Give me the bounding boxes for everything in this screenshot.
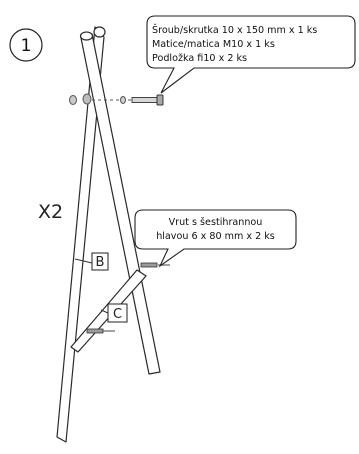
step-number: 1 bbox=[21, 36, 32, 56]
step-badge-circle bbox=[9, 28, 43, 62]
bolt-kit-line-1: Šroub/skrutka 10 x 150 mm x 1 ks bbox=[152, 23, 317, 36]
callout-bolt-kit: Šroub/skrutka 10 x 150 mm x 1 ks Matice/… bbox=[146, 15, 356, 94]
washer-icon bbox=[69, 95, 77, 105]
part-label-c: C bbox=[100, 303, 128, 323]
step-badge: 1 bbox=[9, 28, 43, 62]
leg-b-top-end bbox=[79, 31, 94, 41]
part-label-b-box bbox=[91, 252, 109, 271]
callout-hex-screws: Vrut s šestihrannou hlavou 6 x 80 mm x 2… bbox=[134, 209, 297, 268]
bolt-assembly bbox=[69, 93, 164, 106]
leg-b bbox=[79, 31, 161, 375]
bolt-head-icon bbox=[156, 94, 164, 106]
nut-icon bbox=[82, 93, 92, 105]
leg-a bbox=[56, 26, 106, 443]
leg-a-top-end bbox=[93, 26, 106, 38]
hex-screws bbox=[86, 262, 170, 334]
hex-screw-upper-icon bbox=[140, 262, 158, 268]
callout-bolt-kit-bubble bbox=[146, 15, 356, 94]
callout-hex-screws-bubble bbox=[134, 209, 297, 268]
hex-screws-line-2: hlavou 6 x 80 mm x 2 ks bbox=[156, 231, 275, 242]
part-label-b-leader bbox=[74, 258, 93, 264]
bolt-shaft-icon bbox=[131, 97, 158, 103]
washer-icon-2 bbox=[120, 96, 126, 104]
part-label-c-box bbox=[107, 303, 128, 323]
part-label-b-text: B bbox=[96, 255, 105, 270]
hex-screw-lower-icon bbox=[86, 328, 104, 334]
part-label-c-text: C bbox=[113, 307, 122, 322]
hex-screws-line-1: Vrut s šestihrannou bbox=[169, 216, 263, 228]
bolt-kit-line-2: Matice/matica M10 x 1 ks bbox=[152, 39, 275, 50]
bolt-kit-line-3: Podložka fi10 x 2 ks bbox=[152, 52, 247, 64]
part-label-c-leader bbox=[100, 309, 109, 314]
quantity-label: X2 bbox=[38, 201, 63, 223]
part-label-b: B bbox=[74, 252, 109, 271]
